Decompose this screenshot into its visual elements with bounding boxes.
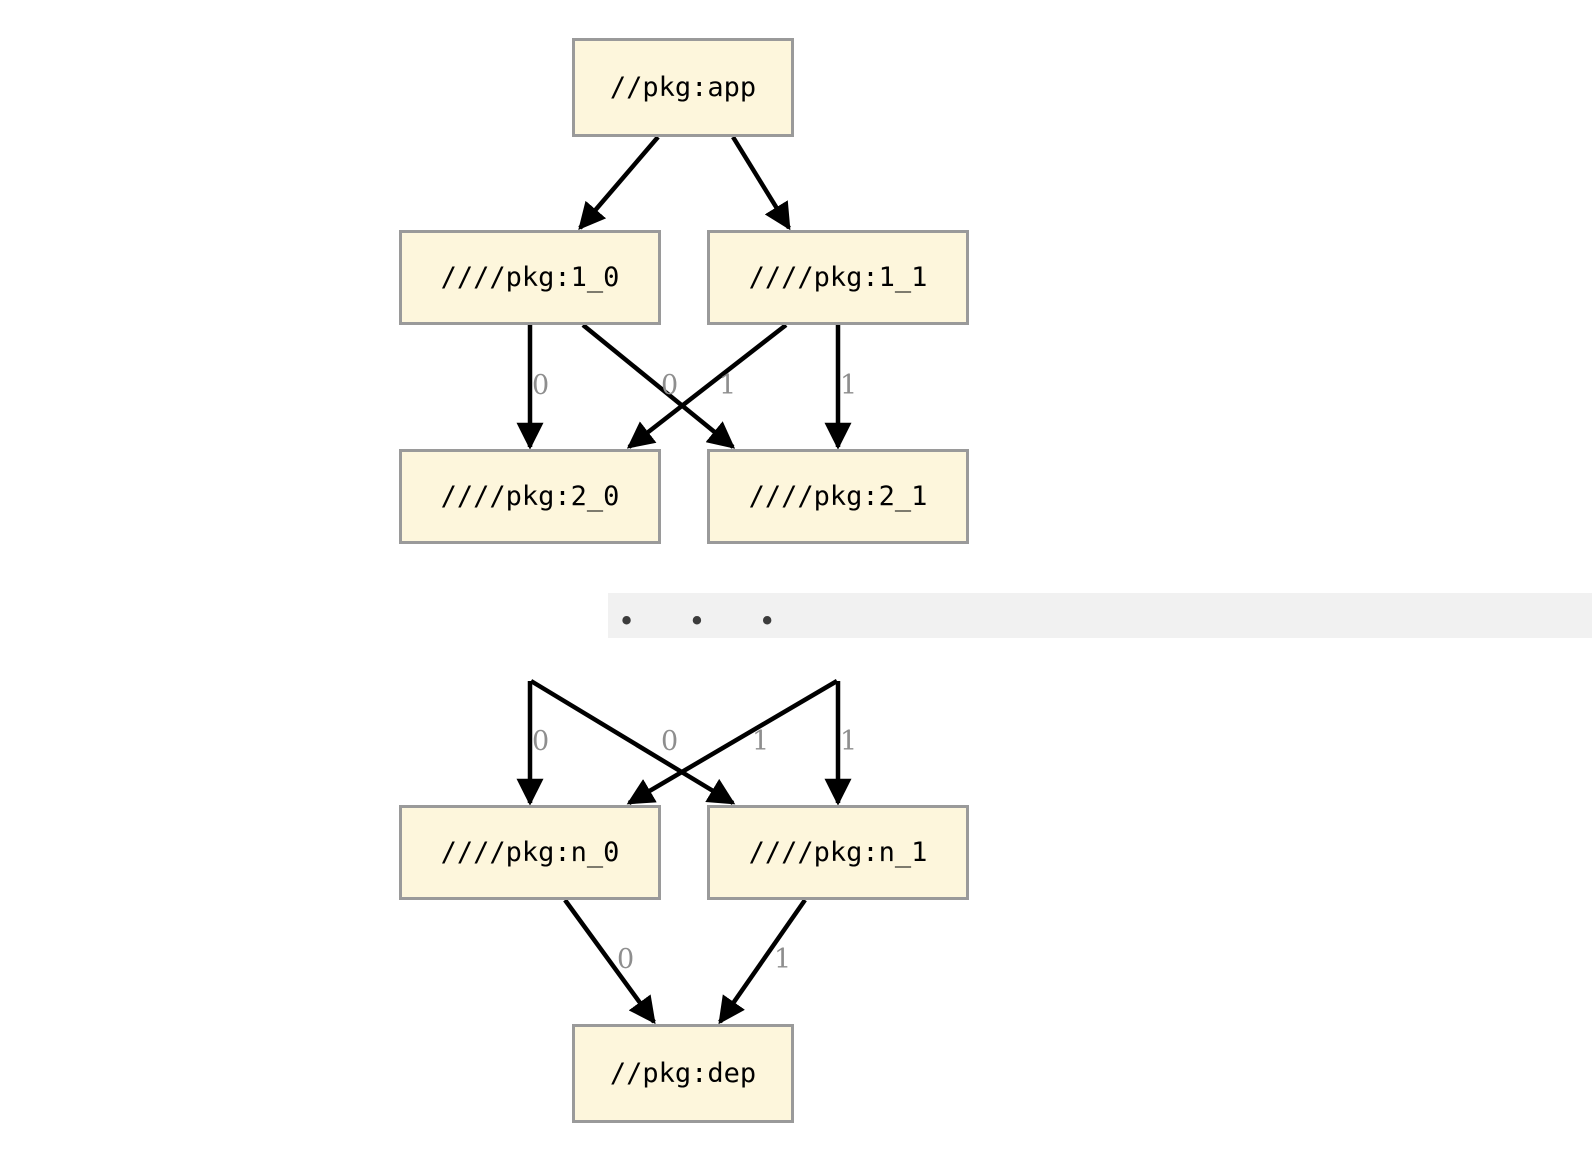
edge-dots-to-nn_1 <box>529 679 736 805</box>
node-nn_1[interactable]: ////pkg:n_1 <box>707 805 969 900</box>
edge-n1_1-to-n2_0 <box>626 323 788 449</box>
node-app[interactable]: //pkg:app <box>572 38 794 137</box>
node-n2_1[interactable]: ////pkg:2_1 <box>707 449 969 544</box>
edge-label: 1 <box>840 370 858 401</box>
edge-label: 0 <box>617 944 635 975</box>
node-label: ////pkg:n_1 <box>748 837 928 868</box>
edge-label: 1 <box>774 944 792 975</box>
node-n1_0[interactable]: ////pkg:1_0 <box>399 230 661 325</box>
node-label: ////pkg:1_1 <box>748 262 928 293</box>
edge-label: 0 <box>661 370 679 401</box>
node-label: ////pkg:1_0 <box>440 262 620 293</box>
truncation-separator-band: • • • <box>608 593 1592 638</box>
edge-label: 1 <box>719 370 737 401</box>
node-nn_0[interactable]: ////pkg:n_0 <box>399 805 661 900</box>
edge-label: 1 <box>840 726 858 757</box>
edge-nn_0-to-dep <box>563 898 656 1025</box>
node-label: ////pkg:2_0 <box>440 481 620 512</box>
edge-label: 0 <box>532 370 550 401</box>
ellipsis-dots: • • • <box>618 604 798 638</box>
edge-label: 0 <box>532 726 550 757</box>
edge-label: 1 <box>752 726 770 757</box>
node-label: ////pkg:2_1 <box>748 481 928 512</box>
node-label: //pkg:dep <box>609 1058 757 1089</box>
edge-app-to-n1_1 <box>731 135 791 231</box>
node-label: ////pkg:n_0 <box>440 837 620 868</box>
edge-nn_1-to-dep <box>718 898 807 1025</box>
edges-group <box>516 135 852 1025</box>
node-n2_0[interactable]: ////pkg:2_0 <box>399 449 661 544</box>
edge-label: 0 <box>661 726 679 757</box>
node-dep[interactable]: //pkg:dep <box>572 1024 794 1123</box>
node-n1_1[interactable]: ////pkg:1_1 <box>707 230 969 325</box>
edge-n1_0-to-n2_1 <box>581 323 736 449</box>
edge-app-to-n1_0 <box>578 135 660 231</box>
edge-dots-to-nn_0 <box>626 679 839 805</box>
node-label: //pkg:app <box>609 72 757 103</box>
